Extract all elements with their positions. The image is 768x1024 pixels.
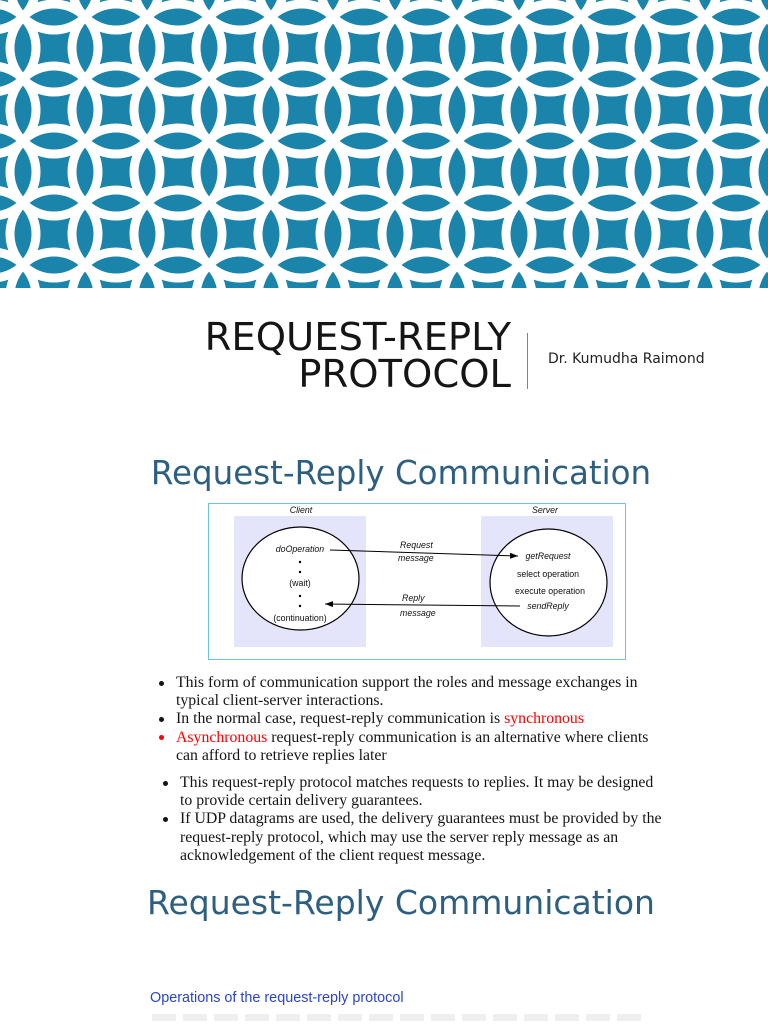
get-request-label: getRequest	[526, 551, 572, 561]
highlighted-term: Asynchronous	[176, 728, 268, 746]
list-item: Asynchronous request-reply communication…	[158, 729, 648, 765]
request-reply-diagram: Client Server doOperation (wait) (contin…	[208, 503, 626, 660]
list-item-text: acknowledgement of the client request me…	[180, 846, 486, 864]
author-name: Dr. Kumudha Raimond	[548, 351, 705, 367]
execute-operation-label: execute operation	[515, 586, 585, 596]
faded-text-row	[152, 1014, 642, 1021]
list-item: This request-reply protocol matches requ…	[162, 774, 662, 810]
list-item-text: to provide certain delivery guarantees.	[180, 792, 423, 810]
bullet-icon	[162, 817, 168, 822]
client-label: Client	[290, 505, 313, 515]
request-arrow-label: Request	[400, 540, 433, 550]
banner-rings	[0, 0, 768, 288]
banner-pattern	[0, 0, 768, 288]
send-reply-label: sendReply	[527, 601, 569, 611]
reply-arrow	[324, 601, 521, 608]
do-operation-label: doOperation	[276, 544, 325, 554]
list-item-text: This form of communication support the r…	[176, 674, 638, 691]
list-item-text: typical client-server interactions.	[176, 692, 384, 710]
bullet-icon	[158, 735, 164, 741]
slide-heading: Request-Reply Communication	[147, 883, 655, 922]
bullet-list: This request-reply protocol matches requ…	[162, 774, 662, 865]
list-item-text: If UDP datagrams are used, the delivery …	[180, 810, 662, 828]
list-item: In the normal case, request-reply commun…	[158, 710, 648, 728]
wait-dot	[298, 594, 302, 598]
highlighted-term: synchronous	[504, 710, 584, 728]
reply-arrow-label: message	[400, 608, 436, 618]
bullet-icon	[158, 717, 164, 722]
request-arrow	[329, 549, 519, 559]
server-label: Server	[532, 505, 559, 515]
list-item-text: Asynchronous request-reply communication…	[176, 729, 648, 747]
server-process-circle	[489, 528, 608, 637]
title-divider	[527, 333, 528, 389]
wait-dot	[298, 604, 302, 608]
title-line-1: REQUEST-REPLY	[204, 315, 511, 360]
list-item-text-plain: In the normal case, request-reply commun…	[176, 710, 505, 728]
list-item: If UDP datagrams are used, the delivery …	[162, 810, 662, 865]
document-title: REQUEST-REPLY PROTOCOL	[100, 315, 511, 397]
bullet-icon	[162, 780, 168, 786]
list-item-text-plain: request-reply communication is an altern…	[267, 728, 649, 746]
bullet-list: This form of communication support the r…	[158, 674, 648, 765]
title-line-2: PROTOCOL	[298, 352, 511, 397]
bullet-icon	[158, 680, 164, 686]
select-operation-label: select operation	[517, 569, 579, 579]
reply-arrow-label: Reply	[402, 593, 425, 603]
slide-heading: Request-Reply Communication	[150, 454, 652, 492]
list-item: This form of communication support the r…	[158, 674, 648, 710]
figure-caption: Operations of the request-reply protocol	[150, 990, 404, 1006]
continuation-label: (continuation)	[273, 613, 326, 623]
request-arrow-label: message	[398, 553, 434, 563]
wait-dot	[298, 570, 302, 574]
wait-dot	[298, 560, 302, 564]
list-item-text: can afford to retrieve replies later	[176, 746, 387, 764]
list-item-text: In the normal case, request-reply commun…	[176, 710, 648, 728]
list-item-text: request-reply protocol, which may use th…	[180, 828, 619, 846]
list-item-text: This request-reply protocol matches requ…	[180, 774, 654, 791]
wait-label: (wait)	[289, 578, 311, 588]
